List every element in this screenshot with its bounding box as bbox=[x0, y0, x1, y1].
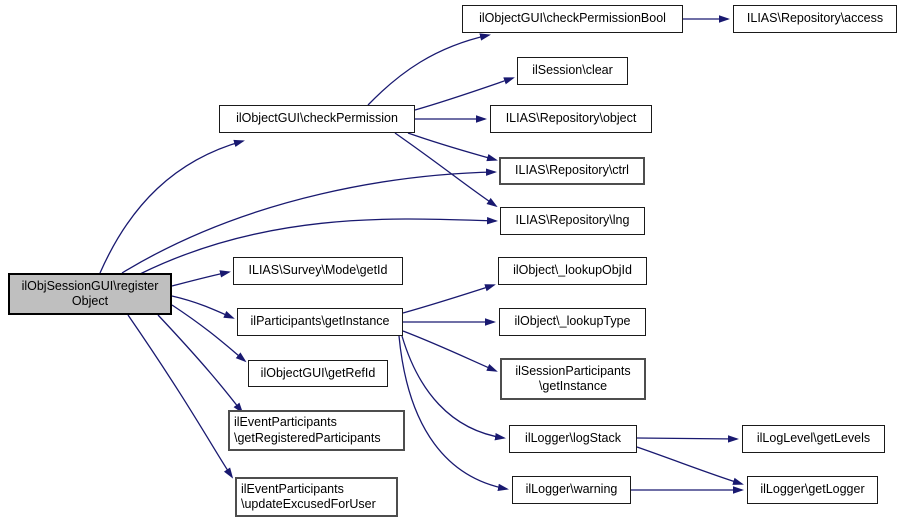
node-repoLng[interactable]: ILIAS\Repository\lng bbox=[500, 207, 645, 235]
edge-registerObject-eventUpdate bbox=[127, 314, 234, 479]
edge-participantsGetInstance-lookupObjId bbox=[402, 284, 496, 314]
node-loggerLogStack[interactable]: ilLogger\logStack bbox=[509, 425, 637, 453]
node-lookupType[interactable]: ilObject\_lookupType bbox=[499, 308, 646, 336]
node-loggerWarning[interactable]: ilLogger\warning bbox=[512, 476, 631, 504]
node-sessionParticipants[interactable]: ilSessionParticipants \getInstance bbox=[500, 358, 646, 400]
edge-loggerLogStack-logLevelGetLevels bbox=[636, 435, 739, 443]
edge-registerObject-participantsGetInstance bbox=[171, 295, 235, 319]
node-repoCtrl[interactable]: ILIAS\Repository\ctrl bbox=[499, 157, 645, 185]
node-loggerGetLogger[interactable]: ilLogger\getLogger bbox=[747, 476, 878, 504]
edge-registerObject-getRefId bbox=[171, 304, 247, 363]
node-checkPermission[interactable]: ilObjectGUI\checkPermission bbox=[219, 105, 415, 133]
node-repoAccess[interactable]: ILIAS\Repository\access bbox=[733, 5, 897, 33]
edge-registerObject-surveyGetId bbox=[171, 270, 231, 287]
node-lookupObjId[interactable]: ilObject\_lookupObjId bbox=[498, 257, 647, 285]
node-eventUpdate[interactable]: ilEventParticipants \updateExcusedForUse… bbox=[235, 477, 398, 517]
edge-checkPermission-checkPermissionBool bbox=[367, 33, 491, 106]
edge-registerObject-repoLng bbox=[139, 217, 498, 275]
node-getRefId[interactable]: ilObjectGUI\getRefId bbox=[248, 360, 388, 387]
node-logLevelGetLevels[interactable]: ilLogLevel\getLevels bbox=[742, 425, 885, 453]
edge-registerObject-repoCtrl bbox=[121, 168, 497, 274]
node-participantsGetInstance[interactable]: ilParticipants\getInstance bbox=[237, 308, 403, 336]
edge-checkPermission-repoCtrl bbox=[407, 132, 498, 162]
edge-registerObject-eventRegistered bbox=[157, 314, 244, 414]
node-registerObject: ilObjSessionGUI\register Object bbox=[8, 273, 172, 315]
node-repoObject[interactable]: ILIAS\Repository\object bbox=[490, 105, 652, 133]
node-sessionClear[interactable]: ilSession\clear bbox=[517, 57, 628, 85]
node-eventRegistered[interactable]: ilEventParticipants \getRegisteredPartic… bbox=[228, 410, 405, 451]
edge-participantsGetInstance-loggerLogStack bbox=[401, 335, 506, 441]
edge-checkPermission-sessionClear bbox=[414, 77, 515, 111]
edge-participantsGetInstance-sessionParticipants bbox=[402, 330, 498, 372]
edge-loggerLogStack-loggerGetLogger bbox=[636, 446, 744, 485]
node-surveyGetId[interactable]: ILIAS\Survey\Mode\getId bbox=[233, 257, 403, 285]
node-checkPermissionBool[interactable]: ilObjectGUI\checkPermissionBool bbox=[462, 5, 683, 33]
edge-participantsGetInstance-loggerWarning bbox=[398, 335, 509, 491]
edge-checkPermission-repoLng bbox=[394, 132, 498, 208]
edge-registerObject-checkPermission bbox=[99, 139, 245, 274]
